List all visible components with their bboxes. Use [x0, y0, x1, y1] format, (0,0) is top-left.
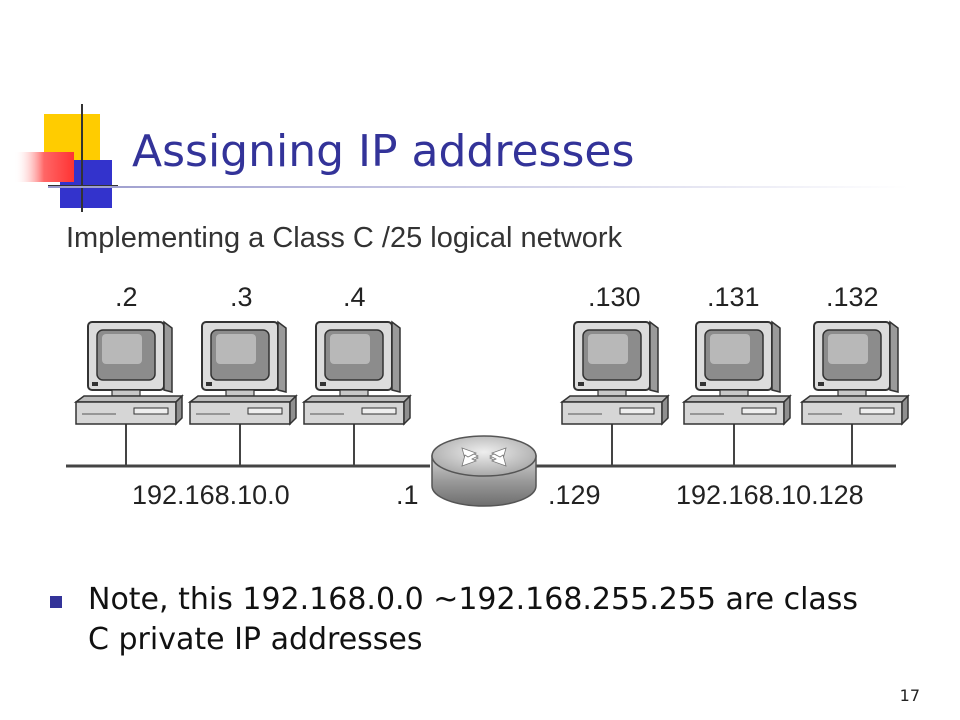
title-underline — [48, 186, 908, 188]
computer-label: .131 — [707, 282, 760, 312]
left-network-label: 192.168.10.0 — [132, 480, 290, 510]
computer-icon — [187, 320, 298, 426]
computer-icon — [799, 320, 910, 426]
computer-icon — [301, 320, 412, 426]
router-left-interface-label: .1 — [396, 480, 419, 510]
computer-label: .2 — [115, 282, 138, 312]
note-text: Note, this 192.168.0.0 ~192.168.255.255 … — [88, 582, 859, 657]
right-network-label: 192.168.10.128 — [676, 480, 864, 510]
title-decoration — [14, 104, 118, 212]
diagram-caption: Implementing a Class C /25 logical netwo… — [66, 222, 623, 254]
bullet-marker — [50, 596, 62, 608]
computer-label: .3 — [230, 282, 253, 312]
computer-icon — [73, 320, 184, 426]
slide-title: Assigning IP addresses — [132, 126, 635, 177]
computer-label: .4 — [343, 282, 366, 312]
computer-label: .132 — [826, 282, 879, 312]
computer-icon — [559, 320, 670, 426]
page-number: 17 — [899, 686, 920, 705]
computer-icon — [681, 320, 792, 426]
computer-label: .130 — [588, 282, 641, 312]
router-right-interface-label: .129 — [548, 480, 601, 510]
router-icon — [431, 435, 537, 507]
drop-lines — [125, 424, 853, 466]
